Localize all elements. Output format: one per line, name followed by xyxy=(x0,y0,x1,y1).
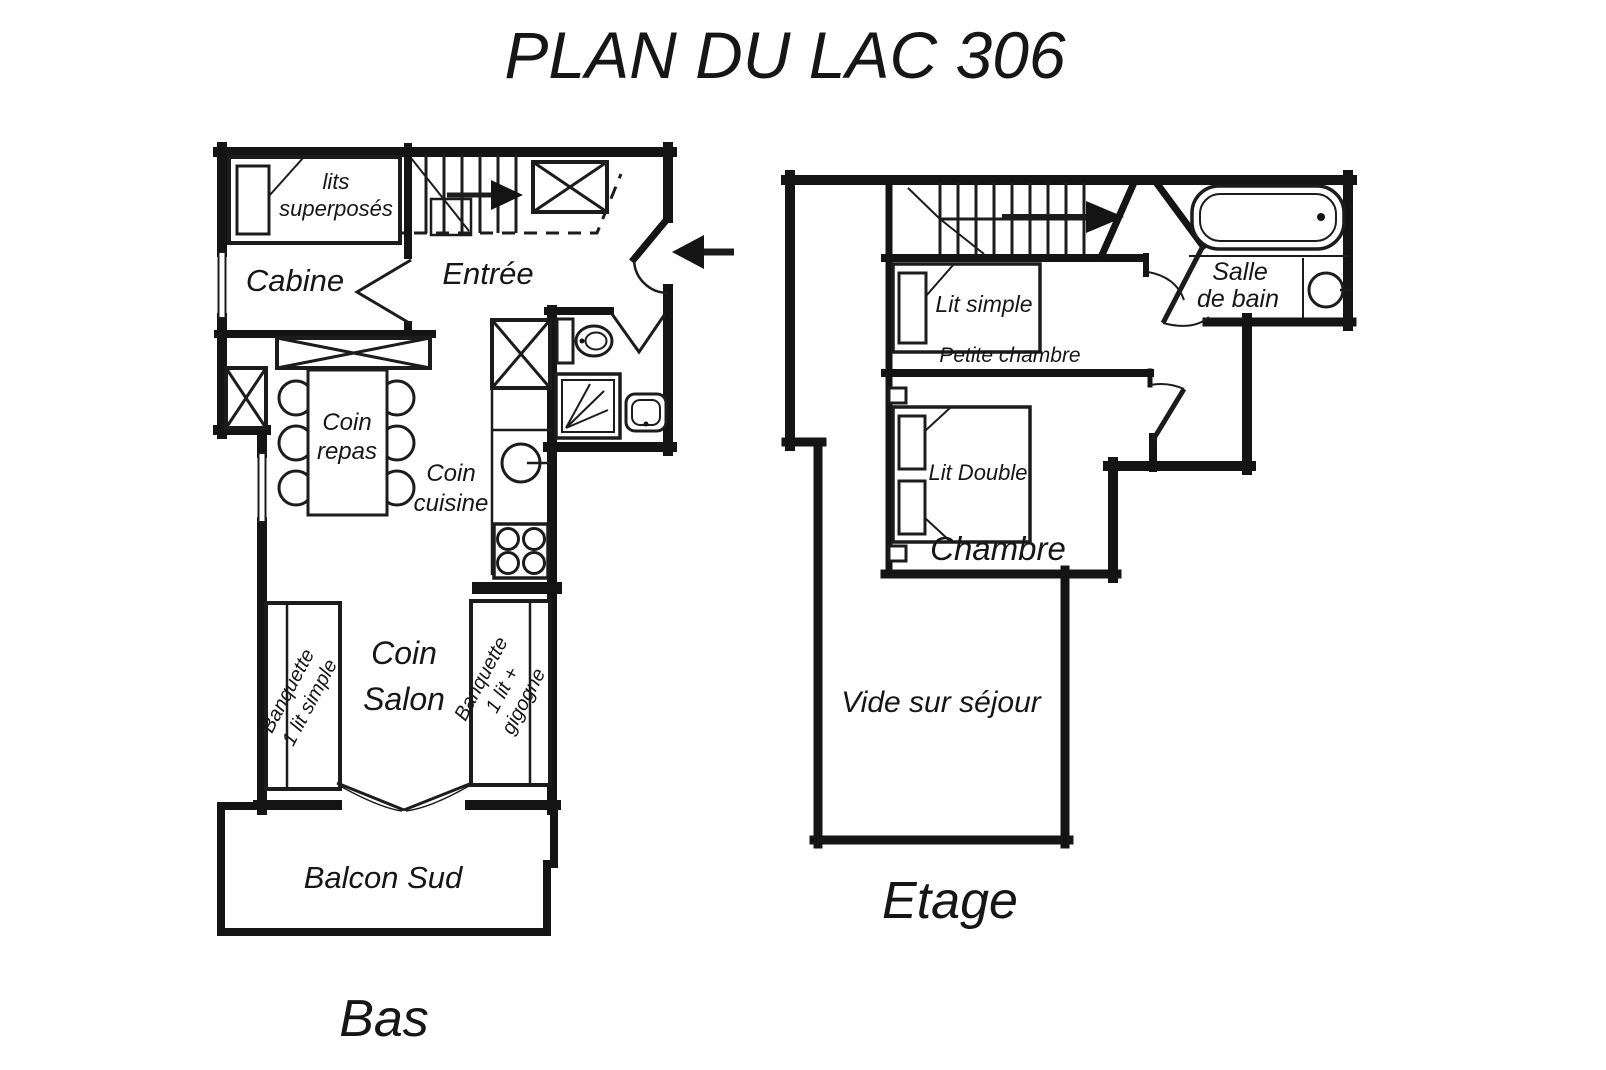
wardrobe-icon xyxy=(490,318,552,390)
single-bed-icon xyxy=(891,262,1042,354)
stair-diagonal xyxy=(907,187,985,255)
stair-diagonal xyxy=(410,157,470,232)
washbasin-icon xyxy=(624,392,668,433)
window-icon xyxy=(217,251,227,319)
kitchen-label-line1: Coin xyxy=(426,460,475,487)
lounge-label-line1: Coin xyxy=(371,635,437,671)
door-arc-icon xyxy=(1162,316,1210,327)
bathroom-label-line2: de bain xyxy=(1197,285,1279,313)
wall xyxy=(1097,180,1138,260)
dining-table-icon xyxy=(277,368,416,517)
kitchen-label-line2: cuisine xyxy=(414,490,489,517)
french-door-icon xyxy=(336,781,473,812)
double-bed-label: Lit Double xyxy=(928,460,1027,485)
door-arc-icon xyxy=(1149,383,1185,390)
table-top xyxy=(306,368,389,517)
wardrobe-icon xyxy=(531,160,609,214)
single-bed-label: Lit simple xyxy=(935,291,1032,317)
bas-plan: lits superposés Cabine Entrée Coin repas… xyxy=(213,142,734,1048)
bathroom-label-line1: Salle xyxy=(1212,258,1268,286)
wardrobe-icon xyxy=(224,366,268,430)
small-bedroom-label: Petite chambre xyxy=(939,344,1080,367)
nightstand-icon xyxy=(887,386,908,405)
wardrobe-icon xyxy=(275,336,432,370)
bunk-bed-icon xyxy=(227,155,402,245)
bas-stairs-icon xyxy=(348,153,623,237)
bas-walls xyxy=(213,142,677,936)
stair-landing xyxy=(429,197,473,237)
nightstand-icon xyxy=(887,544,908,563)
etage-plan: Lit simple Petite chambre Salle de bain … xyxy=(781,170,1357,930)
door-arc-icon xyxy=(1147,271,1185,301)
arrow-head xyxy=(1086,201,1124,233)
etage-walls xyxy=(781,170,1357,849)
bathtub-icon xyxy=(1190,184,1346,251)
bunk-beds-label-line1: lits xyxy=(323,169,350,194)
bathroom-sink-icon xyxy=(1307,271,1352,309)
door-arc-icon xyxy=(632,258,669,295)
lounge-label-line2: Salon xyxy=(363,681,445,717)
bunk-beds-label-line2: superposés xyxy=(279,196,393,221)
window-icon xyxy=(257,452,267,523)
door-leaf-icon xyxy=(610,313,667,355)
arrow-head xyxy=(491,180,523,210)
bedroom-label: Chambre xyxy=(930,530,1066,567)
dining-label-line2: repas xyxy=(317,438,377,465)
door-leaf-icon xyxy=(1150,387,1187,442)
door-leaf-icon xyxy=(354,258,412,326)
stair-dashed-line xyxy=(348,173,623,235)
arrow-head xyxy=(672,235,704,269)
void-label: Vide sur séjour xyxy=(841,686,1042,719)
page-title: PLAN DU LAC 306 xyxy=(504,18,1066,92)
bench-seat-left-icon xyxy=(264,601,342,791)
bench-seat-right-icon xyxy=(469,599,552,787)
shower-icon xyxy=(554,372,622,440)
etage-stairs-icon xyxy=(907,183,1124,255)
entry-label: Entrée xyxy=(442,256,533,291)
cabin-label: Cabine xyxy=(246,263,344,298)
balcony-label: Balcon Sud xyxy=(304,860,464,895)
entry-arrow-icon xyxy=(672,235,734,269)
lower-floor-name: Bas xyxy=(339,990,429,1048)
double-bed-icon xyxy=(891,405,1032,544)
door-leaf-icon xyxy=(1160,244,1206,325)
toilet-icon xyxy=(555,317,614,365)
dining-label-line1: Coin xyxy=(322,409,371,436)
kitchen-icons xyxy=(490,388,552,580)
balcony-wall xyxy=(217,802,558,936)
upper-floor-name: Etage xyxy=(882,872,1018,930)
wall xyxy=(629,213,673,264)
stove-icon xyxy=(492,522,550,580)
